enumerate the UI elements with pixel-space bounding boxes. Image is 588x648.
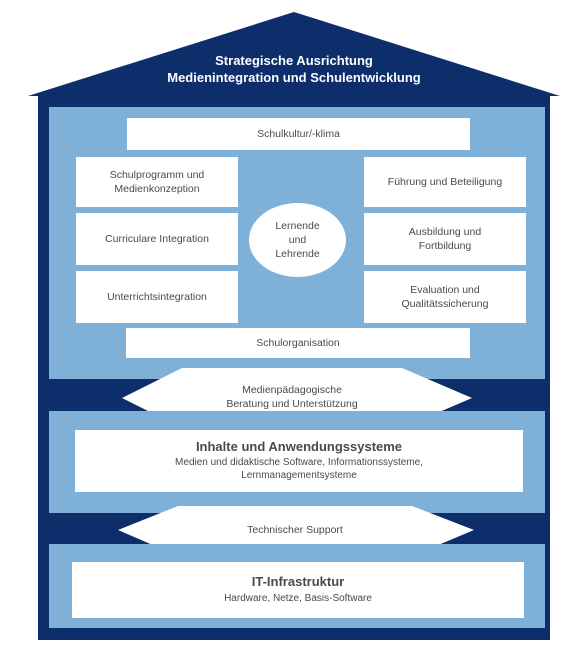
infrastructure-subtitle: Hardware, Netze, Basis-Software <box>224 593 372 604</box>
content-systems-title: Inhalte und Anwendungssysteme <box>195 439 403 454</box>
roof-title: Strategische Ausrichtung Medienintegrati… <box>167 53 421 85</box>
school-culture-box: Schulkultur/-klima <box>127 118 470 150</box>
lesson-integration-box: Unterrichtsintegration <box>76 271 238 323</box>
training-box: Ausbildung und Fortbildung <box>364 213 526 265</box>
infrastructure-box: IT-Infrastruktur Hardware, Netze, Basis-… <box>72 562 524 618</box>
curricular-integration-box: Curriculare Integration <box>76 213 238 265</box>
infrastructure-title: IT-Infrastruktur <box>251 574 345 589</box>
school-program-box: Schulprogramm und Medienkonzeption <box>76 157 238 207</box>
roof <box>28 12 560 96</box>
evaluation-box: Evaluation und Qualitätssicherung <box>364 271 526 323</box>
connector-advice-label: Medienpädagogische Beratung und Unterstü… <box>226 384 358 410</box>
content-systems-box: Inhalte und Anwendungssysteme Medien und… <box>75 430 523 492</box>
learners-teachers-ellipse: Lernende und Lehrende <box>249 203 346 277</box>
content-systems-subtitle: Medien und didaktische Software, Informa… <box>175 457 423 481</box>
connector-support-label: Technischer Support <box>247 524 343 536</box>
leadership-box: Führung und Beteiligung <box>364 157 526 207</box>
school-organisation-box: Schulorganisation <box>126 328 470 358</box>
